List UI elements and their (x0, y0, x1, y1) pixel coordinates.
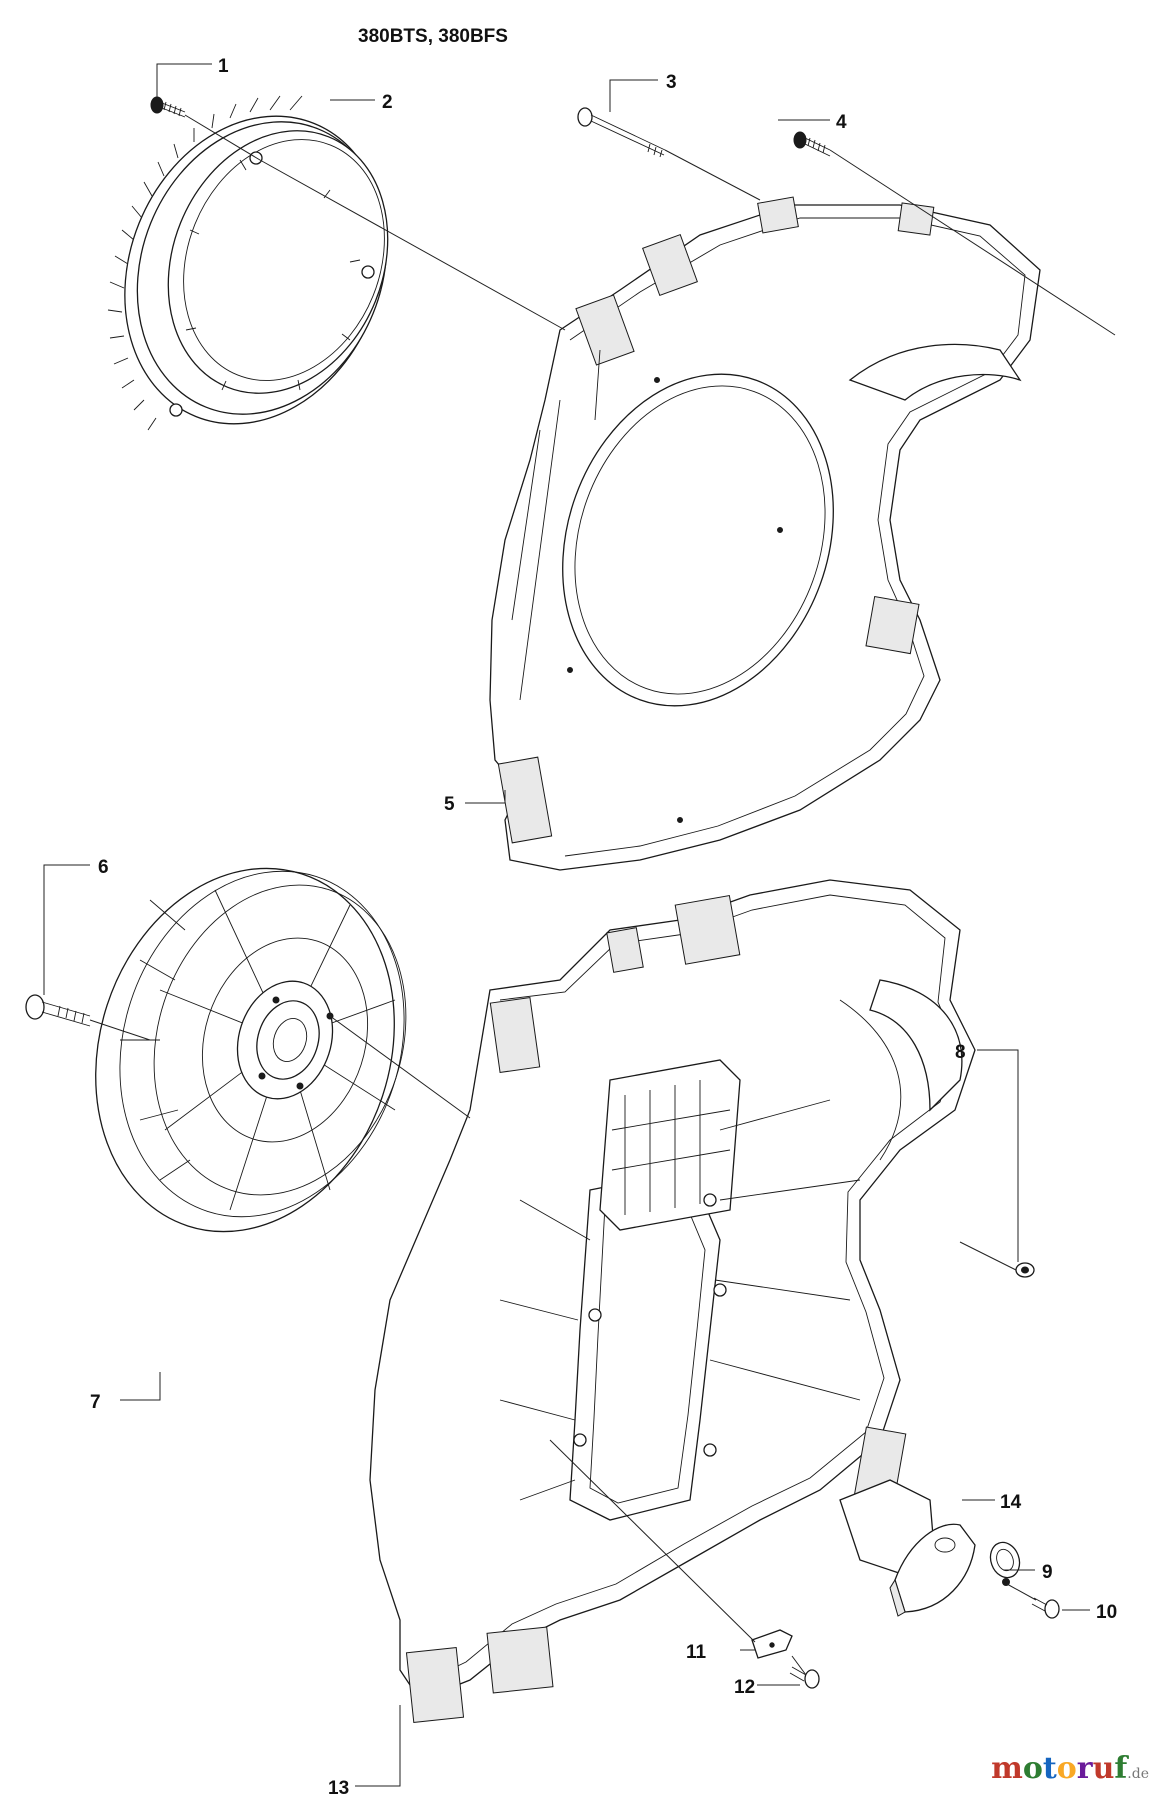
watermark-letter: m (991, 1751, 1023, 1786)
part-6-bolt (25, 994, 91, 1027)
watermark-letter: u (1092, 1751, 1115, 1786)
watermark-letter: f (1114, 1751, 1128, 1786)
part-1-screw (150, 96, 186, 118)
callout-12: 12 (734, 1677, 755, 1698)
watermark-letter: o (1056, 1751, 1077, 1786)
part-2-fin-ring (107, 95, 389, 431)
callout-13: 13 (328, 1778, 349, 1799)
motoruf-watermark-logo: motoruf.de (991, 1751, 1149, 1786)
callout-3: 3 (666, 72, 677, 93)
part-10-screw (1031, 1597, 1060, 1619)
watermark-letter: t (1042, 1751, 1057, 1786)
part-9-clamp (989, 1541, 1021, 1586)
callout-labels: 1 2 3 4 5 6 7 8 9 10 11 12 13 14 (90, 56, 1117, 1799)
part-8-nut (1015, 1262, 1035, 1278)
callout-8: 8 (955, 1042, 966, 1063)
watermark-letter: o (1022, 1751, 1043, 1786)
callout-11: 11 (686, 1642, 707, 1663)
leader-lines (43, 63, 1116, 1787)
callout-4: 4 (836, 112, 847, 133)
callout-5: 5 (444, 794, 455, 815)
part-13-blower-housing (369, 879, 976, 1723)
part-7-fan-wheel (95, 867, 407, 1233)
callout-14: 14 (1000, 1492, 1022, 1513)
diagram-title: 380BTS, 380BFS (358, 26, 508, 47)
callout-7: 7 (90, 1392, 101, 1413)
watermark-suffix: .de (1127, 1766, 1149, 1782)
callout-2: 2 (382, 92, 393, 113)
callout-6: 6 (98, 857, 109, 878)
part-14-cover-cap (889, 1523, 976, 1617)
part-3-long-bolt (577, 107, 666, 158)
callout-10: 10 (1096, 1602, 1117, 1623)
callout-9: 9 (1042, 1562, 1053, 1583)
watermark-letter: r (1076, 1751, 1093, 1786)
watermark-letters: motoruf (991, 1751, 1127, 1786)
callout-1: 1 (218, 56, 229, 77)
part-12-screw (789, 1666, 820, 1689)
part-11-bracket (751, 1629, 793, 1659)
part-4-screw (793, 131, 831, 157)
part-5-housing-cover (489, 196, 1041, 871)
